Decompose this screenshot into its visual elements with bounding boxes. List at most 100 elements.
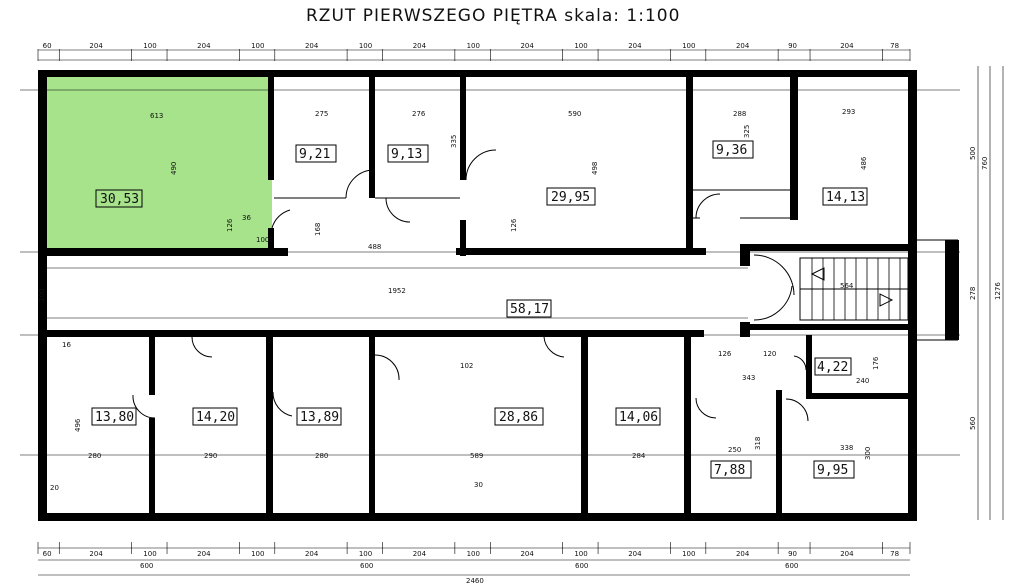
top-dim-15: 90 [788,42,797,50]
right-dim-2: 760 [981,157,989,170]
room-4-height: 498 [591,162,599,175]
corridor-width: 200 [38,289,46,302]
bottom-dim-10: 204 [520,550,534,558]
misc-dim-11: 176 [872,356,880,370]
top-dim-7: 100 [359,42,372,50]
room-9-area: 13,89 [300,410,339,425]
top-dim-8: 204 [413,42,427,50]
top-dim-12: 204 [628,42,642,50]
bottom-sub-dim-2: 600 [360,562,373,570]
corridor-area: 58,17 [510,302,549,317]
misc-dim-6: 102 [460,362,473,370]
room-11-width: 284 [632,452,646,460]
room-12-width: 250 [728,446,741,454]
room-13-height: 300 [864,447,872,460]
bottom-sub-dim-4: 600 [785,562,798,570]
bottom-dim-3: 100 [143,550,156,558]
room-6-width: 293 [842,108,855,116]
top-dim-6: 204 [305,42,319,50]
staircase [799,257,909,321]
room-1-height: 490 [170,162,178,175]
bottom-dim-2: 204 [89,550,103,558]
bottom-dim-6: 204 [305,550,319,558]
room-12-height: 318 [754,437,762,450]
misc-dim-4: 488 [368,243,381,251]
room-6-area: 14,13 [826,190,865,205]
room-1-highlight [46,76,272,253]
top-dim-2: 204 [89,42,103,50]
right-dim-1: 500 [969,147,977,160]
bottom-dim-13: 100 [682,550,695,558]
room-3-height: 335 [450,135,458,148]
room-2-area: 9,21 [299,147,330,162]
misc-dim-9: 120 [763,350,776,358]
doors [132,149,809,422]
bottom-dim-9: 100 [467,550,480,558]
room-1-width: 613 [150,112,163,120]
room-3-area: 9,13 [391,147,422,162]
bottom-dim-12: 204 [628,550,642,558]
room-7-width: 280 [88,452,101,460]
room-5-area: 9,36 [716,143,747,158]
misc-dim-12: 36 [242,214,251,222]
bottom-dim-4: 204 [197,550,211,558]
right-dim-5: 560 [969,417,977,430]
room-14-width: 240 [856,377,869,385]
room-2-width: 275 [315,110,328,118]
room-8-area: 14,20 [196,410,235,425]
bottom-dim-11: 100 [574,550,587,558]
corridor-length: 1952 [388,287,406,295]
room-12-area: 7,88 [714,463,745,478]
room-13-area: 9,95 [817,463,848,478]
room-4-width: 590 [568,110,581,118]
misc-dim-15: 30 [474,481,483,489]
misc-dim-7: 564 [840,282,854,290]
bottom-dim-15: 90 [788,550,797,558]
room-8-width: 290 [204,452,217,460]
area-boxes [91,140,868,479]
room-13-width: 338 [840,444,853,452]
walls [38,70,959,521]
bottom-dim-5: 100 [251,550,264,558]
room-10-width: 589 [470,452,483,460]
stair-arrows [810,267,894,307]
room-6-height: 486 [860,156,868,170]
bottom-sub-dim-3: 600 [575,562,588,570]
top-dim-1: 60 [43,42,52,50]
top-dim-5: 100 [251,42,264,50]
misc-dim-10: 126 [718,350,732,358]
right-dimension-chain: 500 760 278 1276 560 [969,66,1004,520]
room-3-width: 276 [412,110,426,118]
bottom-dim-14: 204 [736,550,750,558]
top-dim-11: 100 [574,42,587,50]
room-9-width: 280 [315,452,328,460]
room-14-area: 4,22 [817,360,848,375]
misc-dim-1: 100 [256,236,269,244]
bottom-dim-1: 60 [43,550,52,558]
bottom-dim-17: 78 [890,550,899,558]
misc-dim-5: 126 [510,218,518,232]
room-7-height: 496 [74,418,82,432]
room-11-area: 14,06 [619,410,658,425]
top-dim-13: 100 [682,42,695,50]
top-dim-14: 204 [736,42,750,50]
misc-dim-8: 343 [742,374,755,382]
misc-dim-3: 168 [314,223,322,236]
right-dim-3: 278 [969,287,977,300]
right-dim-4: 1276 [994,282,1002,300]
area-labels: 30,53 9,21 9,13 29,95 9,36 14,13 58,17 1… [95,143,865,478]
room-5-width: 288 [733,110,746,118]
misc-dim-13: 20 [50,484,59,492]
bottom-sub-dim-1: 600 [140,562,153,570]
bottom-dim-16: 204 [840,550,854,558]
room-5-height: 325 [743,125,751,138]
plan-title: RZUT PIERWSZEGO PIĘTRA skala: 1:100 [306,6,680,26]
top-dim-10: 204 [520,42,534,50]
top-dim-9: 100 [467,42,480,50]
bottom-total-dim: 2460 [466,577,484,585]
room-dimensions: 613 490 275 276 335 590 498 288 325 293 … [38,108,880,492]
bottom-dim-8: 204 [413,550,427,558]
misc-dim-2: 126 [226,218,234,232]
